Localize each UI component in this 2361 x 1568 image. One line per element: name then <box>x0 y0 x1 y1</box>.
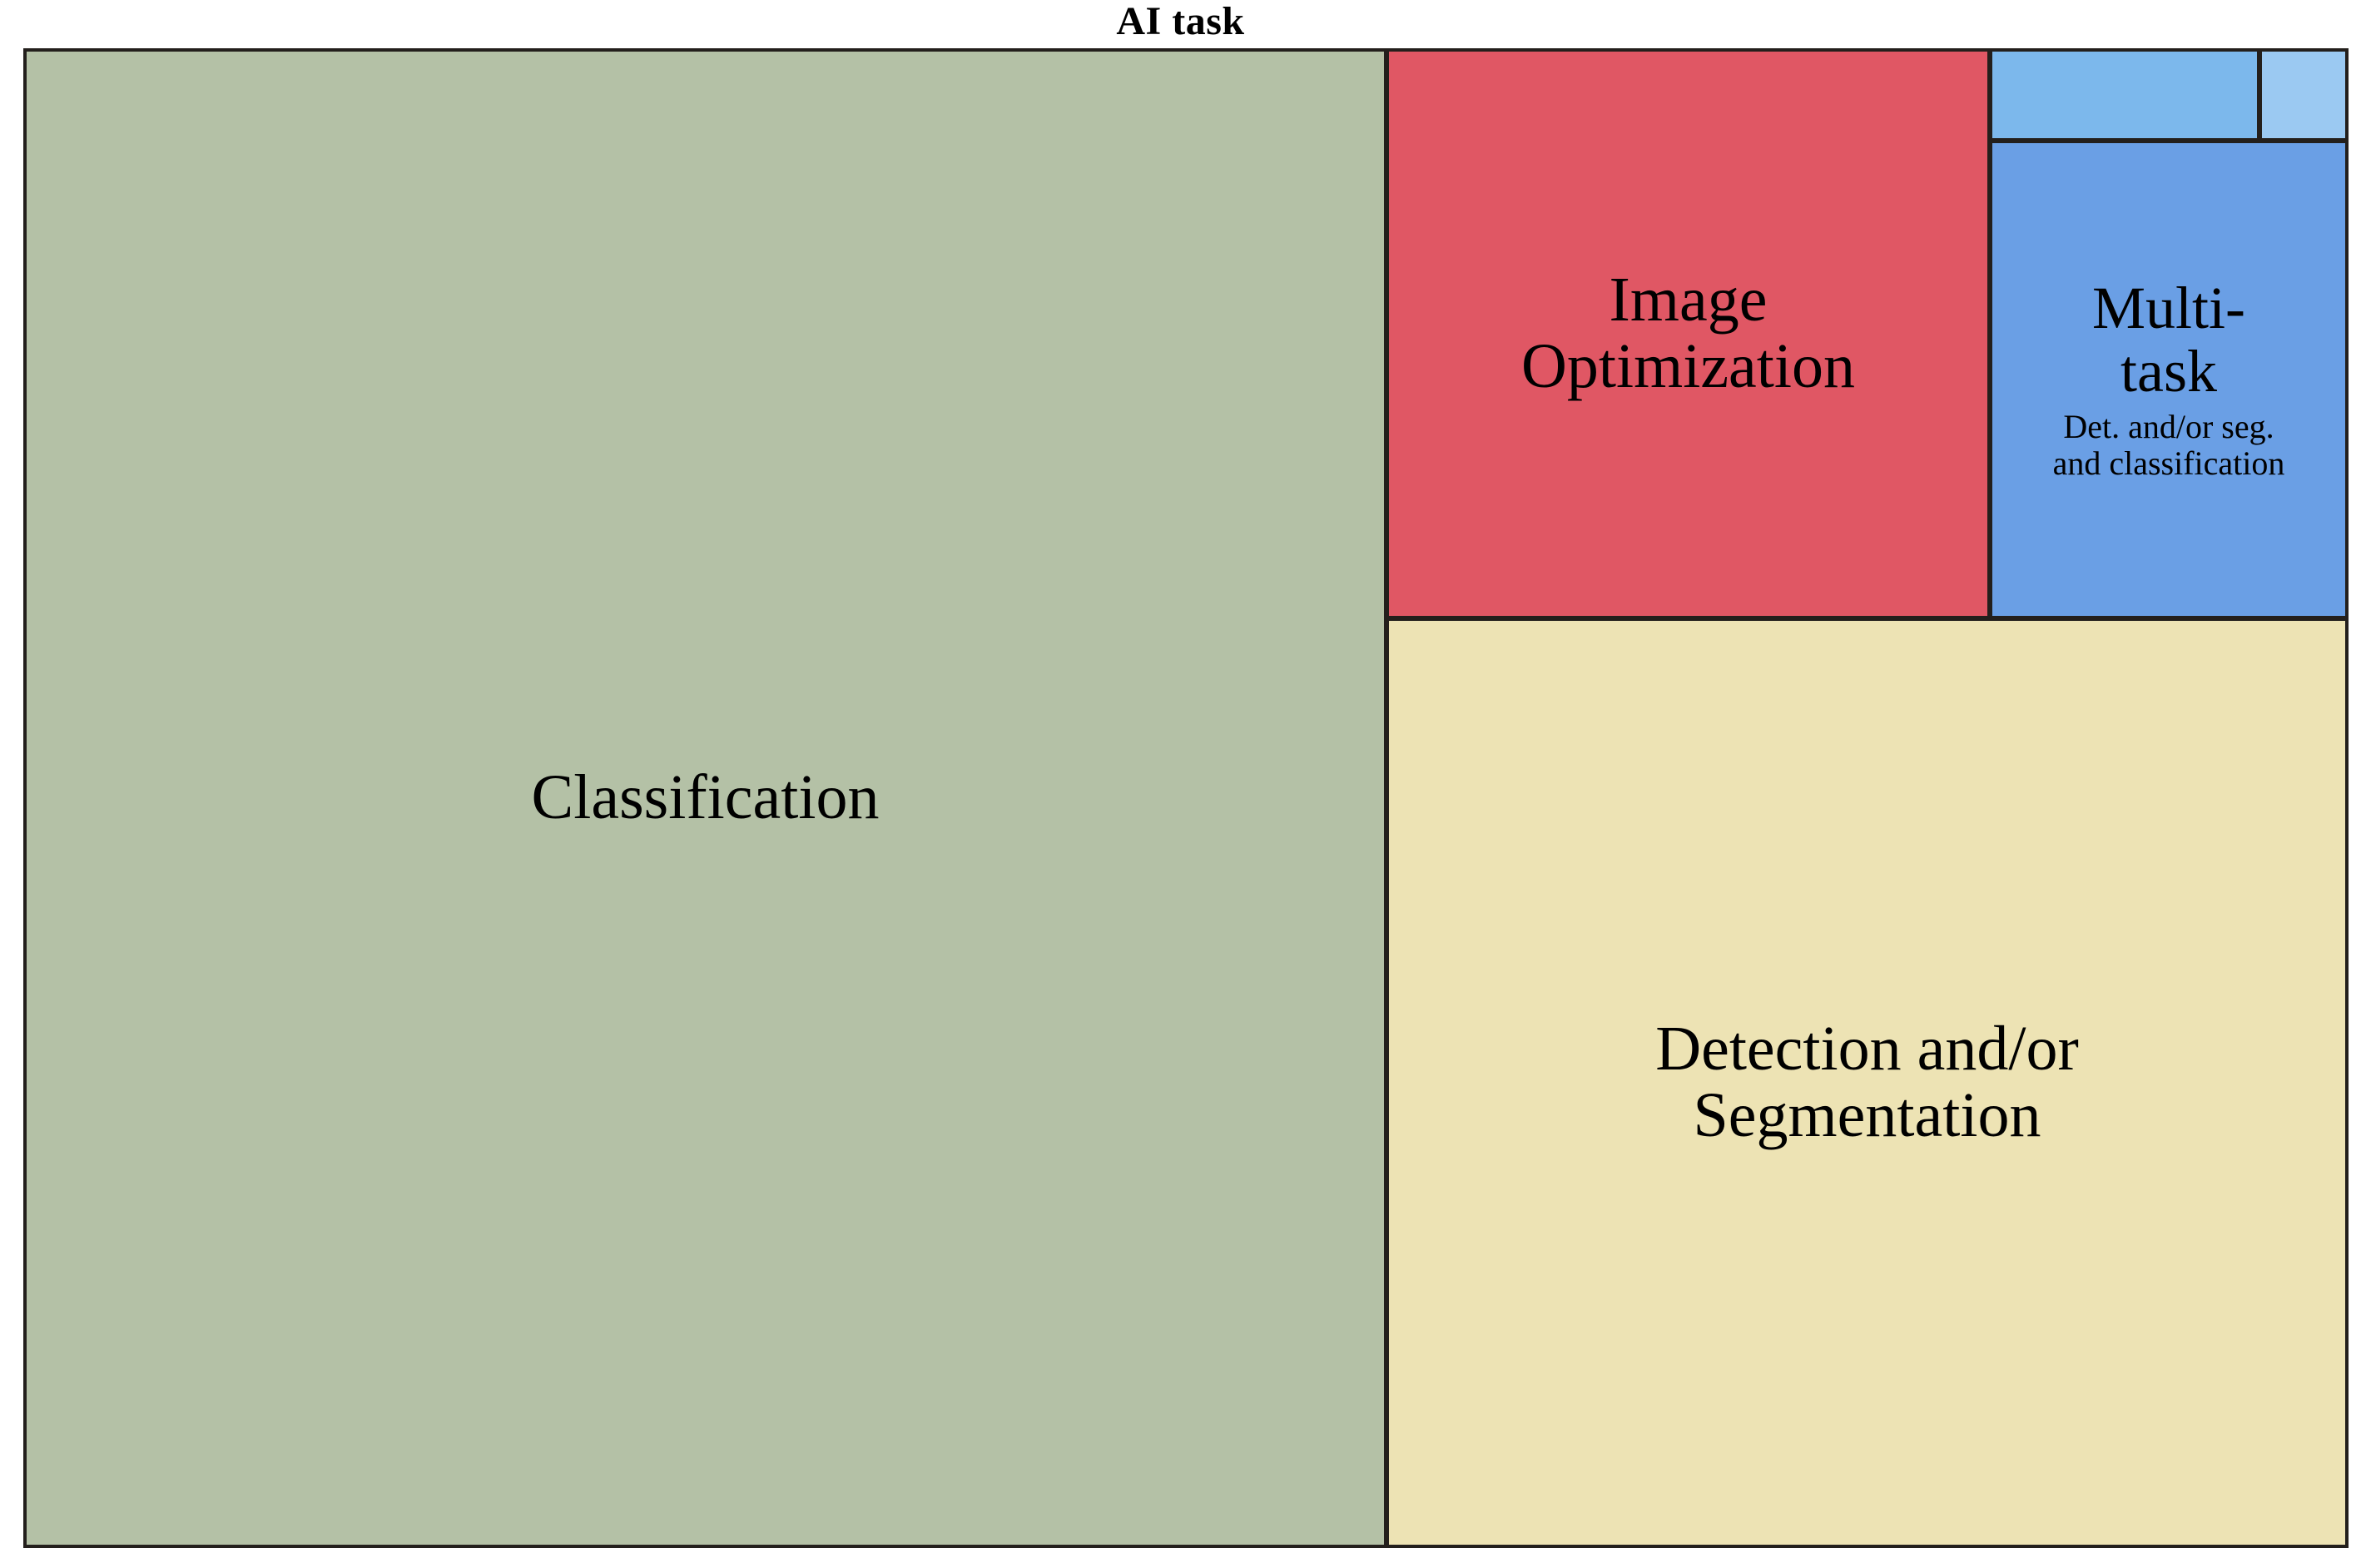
tile-label-image-optimization: Image Optimization <box>1520 265 1856 401</box>
treemap-tile-classification[interactable]: Classification <box>23 48 1387 1548</box>
treemap-tile-strip-b[interactable] <box>2259 48 2349 141</box>
tile-label-detection-segmentation: Detection and/or Segmentation <box>1655 1014 2079 1150</box>
treemap-tile-detection-segmentation[interactable]: Detection and/or Segmentation <box>1386 618 2349 1548</box>
treemap-tile-strip-a[interactable] <box>1989 48 2260 141</box>
tile-label-classification: Classification <box>531 762 880 833</box>
tile-sublabel-multitask: Det. and/or seg. and classification <box>2052 407 2285 482</box>
chart-title: AI task <box>1116 0 1245 43</box>
treemap-plot-area: Classification Image Optimization Multi-… <box>23 48 2349 1548</box>
treemap-tile-image-optimization[interactable]: Image Optimization <box>1386 48 1991 619</box>
tile-label-multitask: Multi- task <box>2091 275 2245 404</box>
treemap-tile-multitask[interactable]: Multi- task Det. and/or seg. and classif… <box>1989 140 2349 619</box>
